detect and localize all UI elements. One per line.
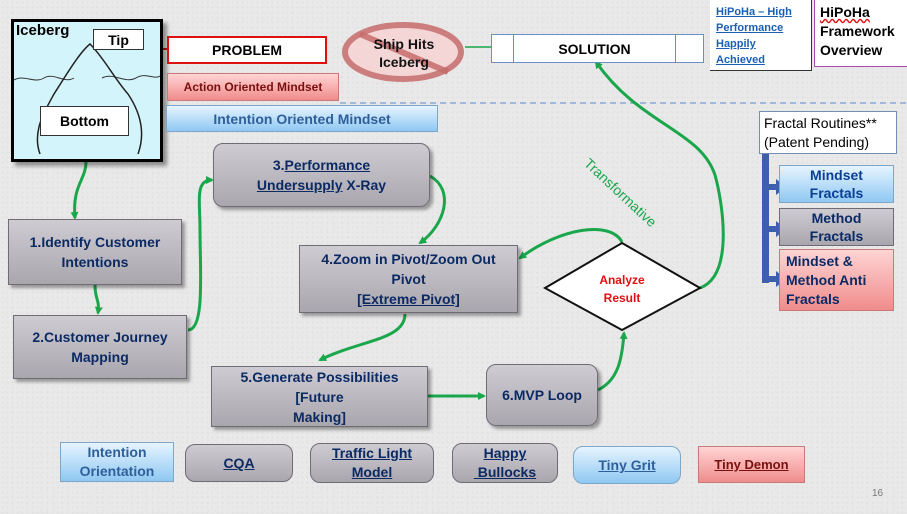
step3-line2-b: X-Ray — [342, 177, 387, 193]
traffic-light-model-box: Traffic Light Model — [310, 443, 434, 483]
method-fractals: Method Fractals — [779, 208, 894, 246]
framework-title-line1: HiPoHa — [820, 4, 870, 20]
step1-line2: Intentions — [61, 254, 129, 270]
cqa-box: CQA — [185, 444, 293, 482]
step3-to-step4 — [418, 174, 446, 245]
analyze-diamond — [542, 241, 703, 332]
intention-mindset-label: Intention Oriented Mindset — [166, 105, 438, 132]
analyze-line2: Result — [603, 291, 641, 305]
step5-generate-possibilities: 5.Generate Possibilities [Future Making] — [211, 366, 428, 427]
problem-box: PROBLEM — [167, 36, 327, 64]
tiny-grit-label: Tiny Grit — [598, 457, 656, 473]
action-mindset-text: Action Oriented Mindset — [183, 80, 323, 94]
iceberg-tip-label: Tip — [93, 29, 144, 50]
hipoha-link-line4: Achieved — [716, 54, 765, 66]
step3-line1: 3.Performance — [273, 155, 370, 175]
iceberg-bottom-label: Bottom — [40, 106, 129, 136]
analyze-to-solution-arrow — [594, 60, 725, 290]
step4-line2: Pivot — [391, 271, 426, 287]
step3-line2-a: Undersupply — [256, 177, 343, 193]
intention-orientation-line1: Intention — [87, 444, 147, 460]
intention-mindset-text: Intention Oriented Mindset — [213, 110, 391, 127]
step4-zoom-pivot: 4.Zoom in Pivot/Zoom Out Pivot [Extreme … — [299, 245, 518, 313]
hipoha-link-line1: HiPoHa – High — [716, 6, 792, 18]
step2-line2: Mapping — [71, 349, 129, 365]
fractal-routines-header: Fractal Routines** (Patent Pending) — [759, 111, 897, 154]
solution-label: SOLUTION — [558, 40, 631, 57]
step2-to-step3 — [187, 176, 214, 332]
iceberg-panel: Iceberg Tip Bottom — [11, 19, 163, 162]
step1-to-step2 — [93, 284, 103, 315]
step4-line3: [Extreme Pivot] — [357, 291, 460, 307]
step5-line2: [Future — [295, 388, 344, 405]
iceberg-title: Iceberg — [16, 22, 70, 39]
fractal-header-line2: (Patent Pending) — [764, 134, 870, 150]
framework-title-box: HiPoHa Framework Overview — [814, 0, 907, 67]
step6-mvp-loop: 6.MVP Loop — [486, 364, 598, 426]
step3-performance-undersupply-xray: 3.Performance Undersupply X-Ray — [213, 143, 430, 207]
step1-identify-customer-intentions: 1.Identify Customer Intentions — [8, 219, 182, 285]
analyze-to-step4-loop — [518, 228, 624, 260]
mindset-fractals: Mindset Fractals — [779, 165, 894, 203]
happy-bullocks-box: Happy Bullocks — [452, 443, 558, 483]
framework-title-line2: Framework — [820, 23, 895, 39]
step2-line1: 2.Customer Journey — [32, 329, 168, 345]
anti-fractals-line2: Method Anti — [786, 272, 867, 288]
action-mindset-label: Action Oriented Mindset — [167, 73, 339, 101]
analyze-line1: Analyze — [599, 273, 645, 287]
ship-hits-line2: Iceberg — [379, 54, 429, 70]
step1-line1: 1.Identify Customer — [29, 234, 161, 250]
happy-bullocks-line1: Happy — [483, 445, 527, 461]
hipoha-link-box[interactable]: HiPoHa – High Performance Happily Achiev… — [710, 0, 812, 71]
anti-fractals-line1: Mindset & — [786, 253, 853, 269]
step4-line1: 4.Zoom in Pivot/Zoom Out — [321, 251, 496, 267]
analyze-result-text: Analyze Result — [580, 271, 664, 307]
step4-to-step5 — [318, 313, 407, 362]
traffic-light-line1: Traffic Light — [331, 445, 413, 461]
hipoha-link-line3: Happily — [716, 38, 756, 50]
tiny-demon-box: Tiny Demon — [698, 446, 805, 483]
intention-orientation-line2: Orientation — [79, 463, 155, 479]
page-number: 16 — [872, 488, 884, 499]
solution-box: SOLUTION — [491, 34, 704, 63]
step6-label: 6.MVP Loop — [502, 387, 582, 403]
method-fractals-line2: Fractals — [809, 228, 864, 244]
mindset-fractals-line2: Fractals — [809, 185, 864, 201]
step2-customer-journey-mapping: 2.Customer Journey Mapping — [13, 315, 187, 379]
traffic-light-line2: Model — [351, 464, 393, 480]
anti-fractals-line3: Fractals — [786, 291, 840, 307]
no-sign-icon — [342, 22, 464, 82]
fractal-header-line1: Fractal Routines** — [764, 115, 877, 131]
step5-line3: Making] — [293, 408, 346, 425]
step3-number: 3. — [272, 157, 285, 173]
step3-line1-text: Performance — [284, 157, 371, 173]
mindset-fractals-line1: Mindset — [810, 167, 863, 183]
step5-line1: 5.Generate Possibilities — [240, 368, 399, 385]
ship-hits-line1: Ship Hits — [373, 36, 435, 52]
tiny-demon-label: Tiny Demon — [714, 457, 789, 472]
ship-hits-iceberg-text: Ship Hits Iceberg — [360, 35, 448, 71]
step6-to-analyze — [597, 331, 628, 392]
hipoha-link-line2: Performance — [716, 22, 784, 34]
happy-bullocks-line2: Bullocks — [473, 464, 537, 480]
cqa-label: CQA — [223, 455, 255, 471]
problem-label: PROBLEM — [212, 42, 282, 58]
tiny-grit-box: Tiny Grit — [573, 446, 681, 484]
step3-line2: Undersupply X-Ray — [257, 175, 386, 195]
iceberg-to-step1 — [70, 161, 88, 220]
method-fractals-line1: Method — [811, 210, 862, 226]
framework-title-line3: Overview — [820, 42, 883, 58]
mindset-method-anti-fractals: Mindset & Method Anti Fractals — [779, 249, 894, 311]
intention-orientation-box: Intention Orientation — [60, 442, 174, 482]
